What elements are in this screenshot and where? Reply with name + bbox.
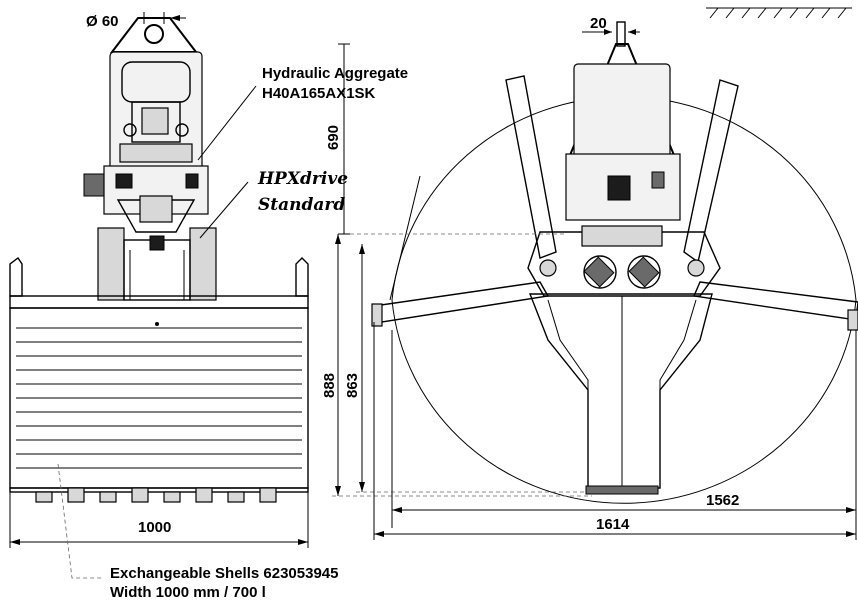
drive-variant: Standard	[258, 195, 345, 215]
leader-drive	[199, 181, 249, 239]
dim-1000-label: 1000	[138, 519, 171, 536]
dim-690-label: 690	[325, 125, 342, 150]
dim-1562-label: 1562	[706, 492, 739, 509]
dim-1614-label: 1614	[596, 516, 630, 533]
drive-label: HPXdrive	[257, 169, 348, 189]
dim-20-label: 20	[590, 15, 607, 32]
side-view	[371, 7, 858, 504]
leader-hydraulic	[197, 85, 257, 161]
shells-spec: Width 1000 mm / 700 l	[110, 584, 266, 601]
dim-863-label: 863	[344, 373, 361, 398]
hydraulic-aggregate-label: Hydraulic Aggregate	[262, 65, 408, 82]
dim-888-label: 888	[321, 373, 338, 398]
dim-diameter	[138, 12, 186, 24]
dim-20	[582, 29, 640, 35]
dim-690	[338, 43, 566, 235]
dim-1000	[9, 492, 309, 548]
diameter-label: Ø 60	[86, 13, 119, 30]
leader-shells	[57, 463, 104, 579]
dim-888-863	[332, 234, 592, 497]
dim-1562-1614	[373, 322, 857, 540]
shells-label: Exchangeable Shells 623053945	[110, 565, 338, 582]
front-view	[9, 17, 309, 503]
hydraulic-aggregate-model: H40A165AX1SK	[262, 85, 376, 102]
